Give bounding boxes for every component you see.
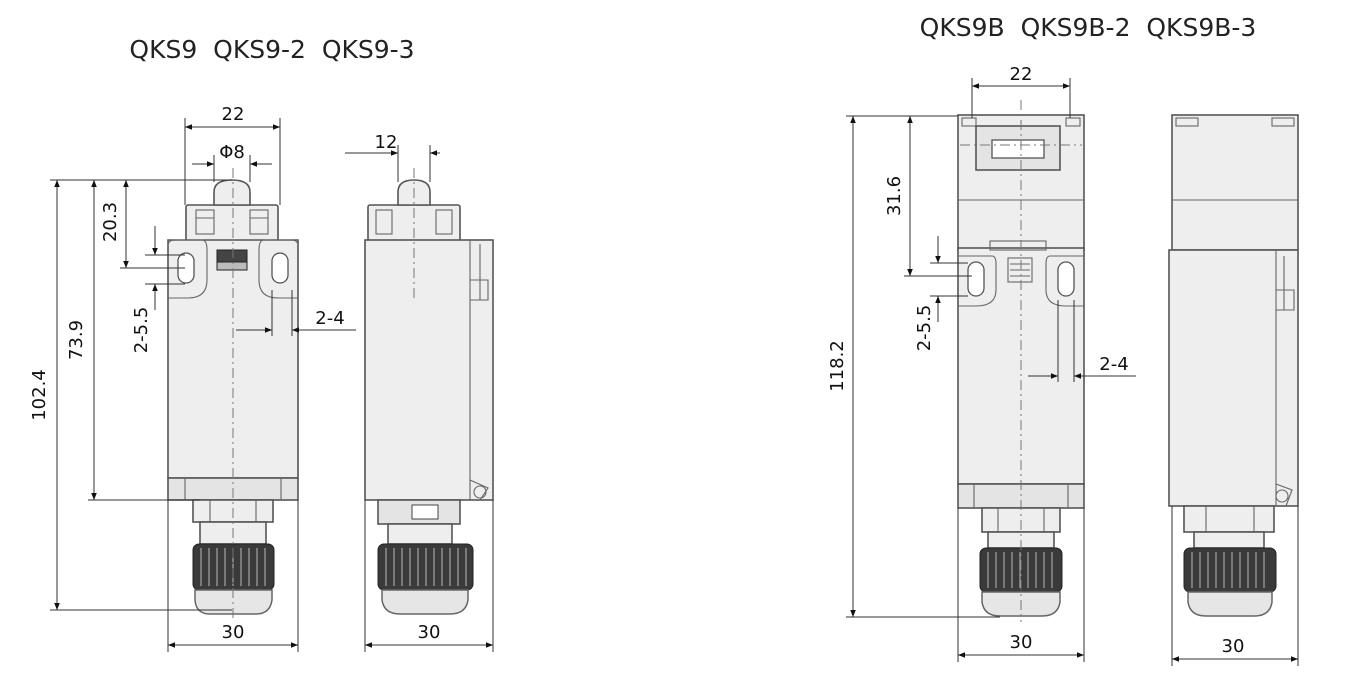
title-qks9: QKS9 QKS9-2 QKS9-3	[129, 35, 414, 64]
dim-102-4: 102.4	[29, 369, 50, 421]
dim-2-5-5-right: 2-5.5	[914, 305, 935, 352]
qks9-side-view	[364, 168, 494, 615]
dim-2-4-right: 2-4	[1099, 354, 1128, 375]
dim-20-3: 20.3	[100, 202, 121, 242]
dim-2-4-left: 2-4	[315, 308, 344, 329]
qks9-front-dimensions: 22 Φ8 102.4 73.9 20.3 2-5.5 2-4	[29, 104, 356, 652]
qks9-front-view	[167, 168, 299, 620]
qks9b-side-view	[1168, 114, 1299, 617]
dim-30-left-front: 30	[222, 622, 245, 643]
qks9b-front-view	[957, 100, 1085, 622]
title-qks9b: QKS9B QKS9B-2 QKS9B-3	[920, 13, 1257, 42]
dim-118-2: 118.2	[827, 340, 848, 392]
dim-phi8: Φ8	[219, 142, 245, 163]
dim-2-5-5-left: 2-5.5	[131, 307, 152, 354]
dim-22-top-right: 22	[1010, 64, 1033, 85]
dim-30-right-front: 30	[1010, 632, 1033, 653]
qks9b-front-dimensions: 22 118.2 31.6 2-5.5 2-4 30	[827, 64, 1136, 662]
dim-31-6: 31.6	[884, 176, 905, 216]
dim-73-9: 73.9	[66, 320, 87, 360]
qks9-side-dimensions: 12 30	[345, 132, 494, 652]
qks9b-side-dimensions: 30	[1171, 506, 1299, 666]
dim-12: 12	[375, 132, 398, 153]
dim-30-right-side: 30	[1222, 636, 1245, 657]
dim-22-top-left: 22	[222, 104, 245, 125]
dim-30-left-side: 30	[418, 622, 441, 643]
